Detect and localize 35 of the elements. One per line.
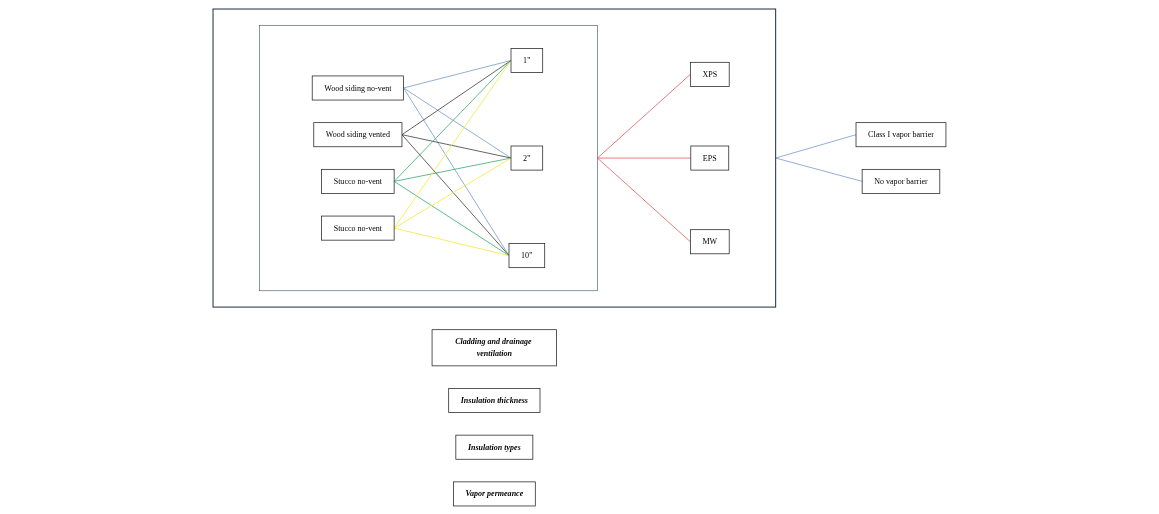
connector — [775, 133, 857, 158]
connector — [597, 73, 691, 158]
connector — [401, 133, 510, 256]
connector — [403, 87, 510, 256]
cluster — [259, 24, 598, 291]
node-box: Wood siding no-vent — [311, 75, 404, 100]
connector — [403, 59, 512, 88]
node-box: No vapor barrier — [861, 168, 941, 194]
connector — [393, 180, 510, 256]
connector — [393, 157, 512, 228]
connector — [393, 59, 512, 182]
connector — [393, 227, 510, 256]
node-box: MW — [690, 228, 730, 254]
node-box: Vapor permeance — [453, 481, 536, 506]
node-box: 10” — [508, 242, 546, 268]
cluster — [212, 8, 777, 308]
connector — [401, 133, 512, 158]
node-box: EPS — [690, 145, 730, 170]
node-box: 2” — [510, 145, 544, 170]
node-box: XPS — [690, 61, 730, 87]
connector — [393, 157, 512, 182]
node-box: Cladding and drainage ventilation — [431, 328, 557, 366]
node-box: Wood siding vented — [313, 121, 403, 147]
node-box: Stucco no-vent — [321, 168, 395, 194]
connector — [597, 157, 692, 158]
node-box: 1” — [510, 47, 544, 73]
node-box: Insulation types — [455, 434, 534, 460]
connector — [393, 59, 512, 228]
connector — [403, 87, 512, 158]
connector — [775, 157, 863, 182]
node-box: Insulation thickness — [448, 387, 541, 413]
node-box: Class I vapor barrier — [855, 121, 947, 147]
connector — [597, 157, 691, 242]
node-box: Stucco no-vent — [321, 215, 395, 241]
connector — [401, 59, 512, 135]
